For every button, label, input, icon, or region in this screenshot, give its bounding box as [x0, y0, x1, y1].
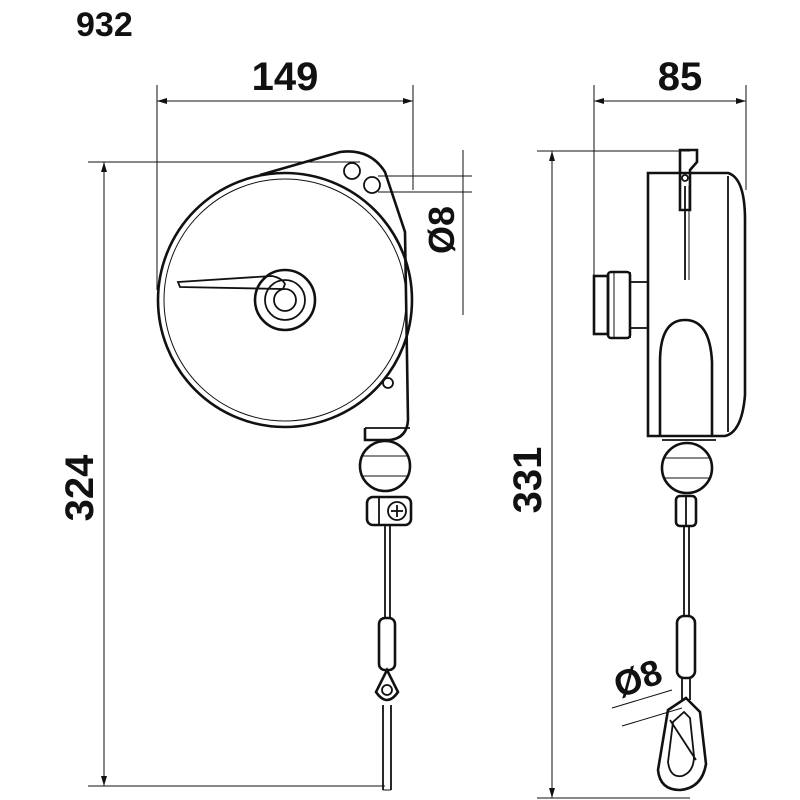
hook-opening-label: Ø8 [608, 651, 667, 706]
side-width-label: 85 [658, 55, 703, 99]
front-width-label: 149 [252, 55, 319, 99]
side-cable-exit [658, 318, 714, 436]
side-cable [675, 526, 697, 700]
drum-hub [253, 268, 317, 332]
front-height-label: 324 [58, 454, 102, 521]
ball-stop [358, 439, 412, 493]
drum-outer [156, 171, 414, 429]
drum-inner [163, 178, 407, 422]
front-housing [259, 150, 410, 442]
mount-hole-upper [343, 162, 361, 180]
front-cable [374, 525, 400, 791]
front-height-dimension: 324 [58, 161, 385, 787]
side-view: 85 331 [506, 55, 747, 799]
hook-opening-dimension: Ø8 [608, 651, 683, 727]
mount-hole-dimension: Ø8 [378, 150, 472, 315]
cable-clamp [365, 495, 413, 527]
side-width-dimension: 85 [593, 55, 747, 290]
model-number: 932 [76, 6, 133, 44]
front-view: 149 324 Ø8 [58, 55, 472, 791]
snap-hook [656, 696, 708, 792]
mount-hole-lower [363, 176, 381, 194]
front-width-dimension: 149 [156, 55, 414, 290]
side-hub [592, 270, 649, 340]
side-cable-clamp [674, 494, 698, 528]
side-ball-stop [660, 441, 714, 495]
side-housing [646, 171, 747, 438]
mount-hole-label: Ø8 [421, 206, 462, 254]
spring-pointer [176, 275, 286, 290]
side-mount-bracket [678, 148, 699, 280]
pivot-pin [382, 377, 394, 389]
side-height-label: 331 [506, 447, 550, 514]
side-height-dimension: 331 [506, 150, 690, 799]
